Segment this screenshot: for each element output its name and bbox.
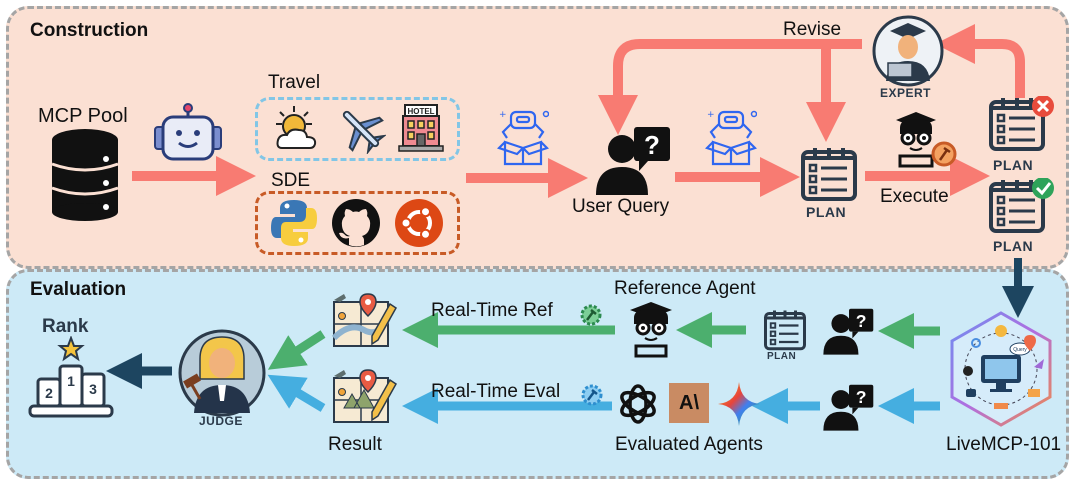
hotel-sign-text: HOTEL — [407, 107, 434, 116]
reference-agent-icon — [630, 302, 672, 358]
executor-agent-icon — [896, 112, 957, 168]
construction-title: Construction — [30, 20, 149, 41]
plan-approved-icon — [989, 178, 1054, 233]
plan-label: PLAN — [806, 204, 847, 220]
svg-text:?: ? — [856, 387, 867, 407]
reference-plan-icon — [764, 310, 806, 351]
query-bubble-text: Query — [1013, 347, 1027, 353]
anthropic-logo-icon: A\ — [669, 383, 709, 423]
svg-text:+: + — [499, 110, 507, 120]
hotel-icon: HOTEL — [398, 104, 444, 152]
real-time-eval-label: Real-Time Eval — [431, 381, 561, 402]
arrow-revise-to-query — [598, 39, 862, 135]
evaluated-agents-label: Evaluated Agents — [615, 434, 763, 455]
sde-group — [255, 191, 460, 255]
gemini-logo-icon — [718, 382, 760, 426]
revise-label: Revise — [783, 19, 842, 40]
reject-x-icon — [1035, 94, 1057, 116]
expert-avatar-icon — [872, 15, 944, 87]
evaluation-title: Evaluation — [30, 279, 127, 300]
svg-text:+: + — [707, 110, 715, 120]
openai-logo-icon — [620, 384, 656, 424]
ref-tool-gear-icon — [580, 304, 602, 326]
livemcp-label: LiveMCP-101 — [946, 434, 1062, 455]
execute-label: Execute — [880, 186, 949, 207]
github-icon — [332, 199, 380, 247]
reference-plan-label: PLAN — [767, 351, 797, 362]
weather-icon — [276, 106, 317, 149]
rank-label: Rank — [42, 316, 89, 337]
podium-icon: 1 2 3 — [28, 336, 114, 418]
user-query-icon: ? — [596, 127, 670, 195]
user-query-label: User Query — [572, 196, 670, 217]
eval-tool-gear-icon — [581, 384, 603, 406]
agent-robot-icon-2: + — [705, 110, 757, 166]
real-time-ref-label: Real-Time Ref — [431, 300, 553, 321]
agent-robot-icon: + — [497, 110, 549, 166]
arrow-rejected-to-expert — [935, 24, 1025, 98]
svg-text:?: ? — [856, 311, 867, 331]
reference-agent-label: Reference Agent — [614, 278, 756, 299]
plan-approved-label: PLAN — [993, 238, 1034, 254]
podium-third: 3 — [89, 381, 97, 397]
sde-label: SDE — [271, 170, 311, 191]
judge-avatar-icon — [178, 329, 266, 417]
ref-user-query-icon: ? — [823, 308, 874, 355]
reference-result-map-icon — [331, 293, 397, 347]
arrow-eval-to-judge — [267, 374, 326, 412]
result-label: Result — [328, 434, 382, 455]
podium-first: 1 — [67, 373, 75, 389]
expert-label: EXPERT — [880, 86, 932, 100]
arrow-ref-to-judge — [267, 330, 326, 370]
plan-rejected-icon — [989, 96, 1054, 151]
travel-group — [255, 97, 460, 161]
python-icon — [271, 200, 317, 246]
robot-icon — [154, 103, 222, 161]
svg-text:?: ? — [644, 130, 660, 160]
podium-second: 2 — [45, 385, 53, 401]
judge-label: JUDGE — [199, 414, 243, 428]
mcp-pool-label: MCP Pool — [38, 105, 128, 127]
plan-rejected-label: PLAN — [993, 157, 1034, 173]
eval-user-query-icon: ? — [823, 384, 874, 431]
livemcp-hexagon-icon: Query — [950, 311, 1052, 427]
database-icon — [51, 129, 119, 221]
evaluated-result-map-icon — [333, 369, 397, 423]
travel-label: Travel — [268, 72, 321, 93]
plan-icon — [801, 148, 857, 201]
airplane-icon — [342, 110, 386, 154]
ubuntu-icon — [395, 199, 443, 247]
